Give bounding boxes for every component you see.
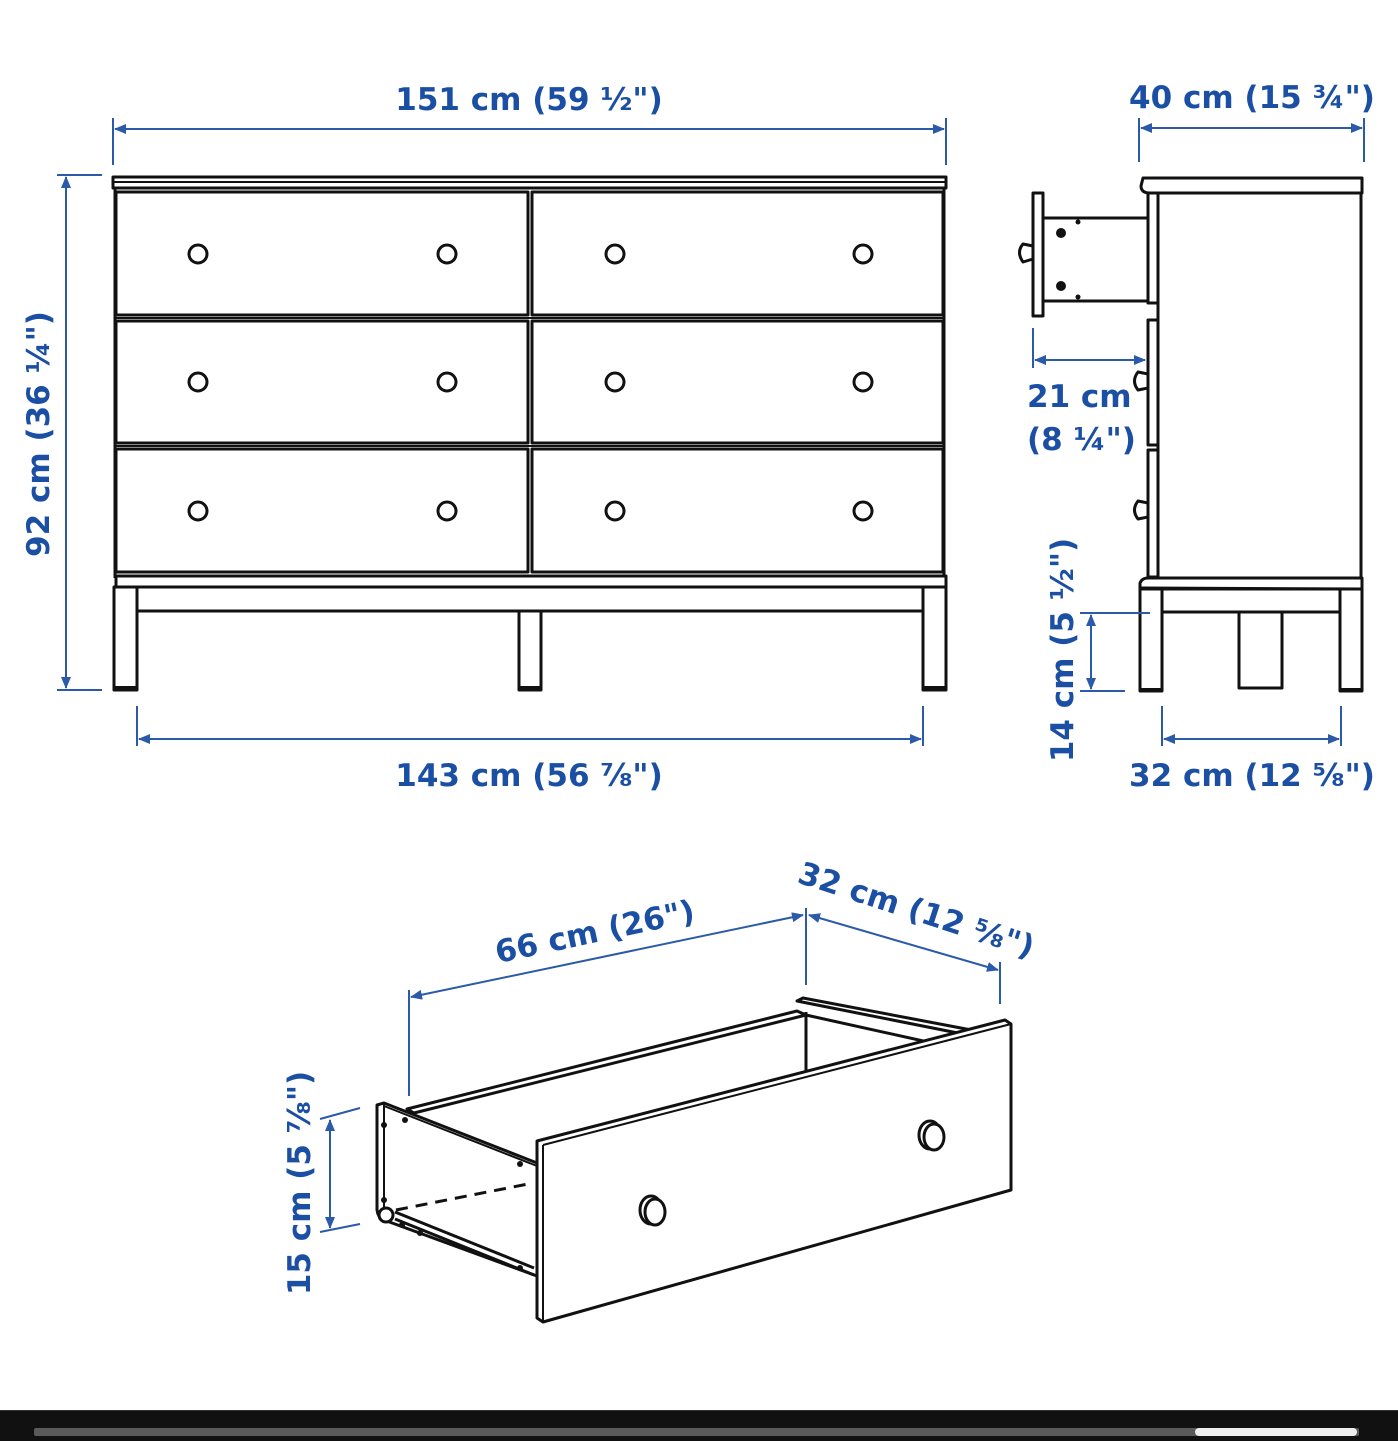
depth-label: 40 cm (15 ¾") [1129, 80, 1375, 116]
dimension-height: 92 cm (36 ¼") [21, 174, 102, 691]
side-view-dresser [1018, 176, 1364, 693]
dimension-depth: 40 cm (15 ¾") [1129, 80, 1375, 162]
drawer-grid [114, 190, 945, 574]
leg-depth-label: 32 cm (12 ⅝") [1129, 758, 1375, 794]
leg-span-label: 143 cm (56 ⅞") [395, 758, 662, 794]
height-label: 92 cm (36 ¼") [21, 311, 57, 557]
drawer-extension-label-cm: 21 cm [1027, 379, 1132, 415]
front-view-dresser [111, 175, 948, 692]
drawer-extension-label-in: (8 ¼") [1027, 422, 1136, 458]
drawer-perspective [375, 996, 1013, 1324]
dimension-floor-clearance: 14 cm (5 ½") [1045, 538, 1150, 762]
dimension-drawer-extension: 21 cm (8 ¼") [1027, 328, 1146, 458]
dimension-width: 151 cm (59 ½") [112, 82, 947, 165]
drawer-knob-icons [638, 1119, 946, 1227]
viewer-bottom-bar [0, 1410, 1398, 1441]
knob-icons [187, 243, 874, 522]
drawer-depth-label: 32 cm (12 ⅝") [794, 855, 1039, 965]
dimension-diagram: 151 cm (59 ½") 92 cm (36 ¼") 143 cm (56 … [21, 80, 1375, 1324]
dimension-drawer-height: 15 cm (5 ⅞") [282, 1071, 361, 1295]
dimension-leg-depth: 32 cm (12 ⅝") [1129, 706, 1375, 794]
horizontal-scrollbar-track[interactable] [34, 1428, 1359, 1436]
drawer-height-label: 15 cm (5 ⅞") [282, 1071, 318, 1295]
floor-clearance-label: 14 cm (5 ½") [1045, 538, 1081, 762]
dimension-drawer-depth: 32 cm (12 ⅝") [794, 855, 1039, 1004]
width-label: 151 cm (59 ½") [395, 82, 662, 118]
horizontal-scrollbar-thumb[interactable] [1195, 1428, 1357, 1436]
dimension-leg-span: 143 cm (56 ⅞") [136, 706, 924, 794]
